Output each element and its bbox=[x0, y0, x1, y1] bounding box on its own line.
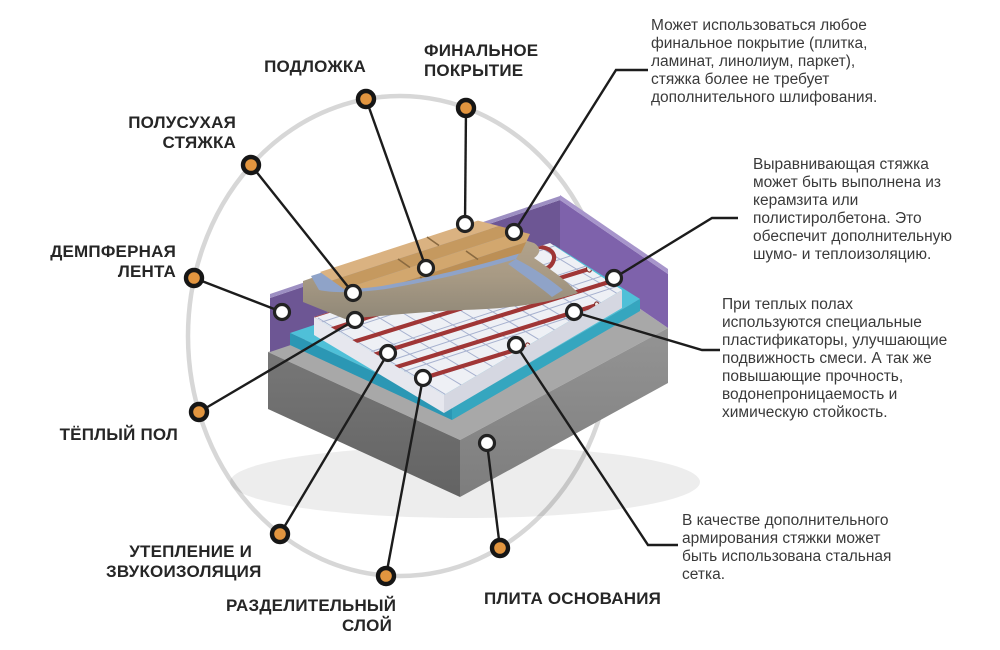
note-final-coating: Может использоваться любое финальное пок… bbox=[651, 17, 878, 106]
label-dots bbox=[183, 88, 511, 587]
note-leveling-screed: Выравнивающая стяжка может быть выполнен… bbox=[753, 156, 953, 263]
callout-connector-lines bbox=[193, 68, 738, 577]
anchor-damper-tape bbox=[272, 302, 292, 322]
label-finalnoe-pokrytie: ФИНАЛЬНОЕ ПОКРЫТИЕ bbox=[424, 41, 539, 80]
dot-podlozhka bbox=[355, 88, 377, 110]
anchor-separating-layer bbox=[413, 368, 433, 388]
anchor-dots bbox=[272, 214, 624, 453]
dot-dempfernaya-lenta bbox=[183, 267, 205, 289]
dot-razdelitelny-sloy bbox=[375, 565, 397, 587]
label-razdelitelny-sloy: РАЗДЕЛИТЕЛЬНЫЙ СЛОЙ bbox=[226, 596, 397, 635]
anchor-semidry-screed bbox=[343, 283, 363, 303]
label-plita-osnovaniya: ПЛИТА ОСНОВАНИЯ bbox=[484, 589, 662, 608]
damper-tape-wall-right bbox=[560, 195, 668, 328]
dot-teply-pol bbox=[188, 401, 210, 423]
anchor-warm-floor bbox=[345, 310, 365, 330]
anchor-note-steel-mesh bbox=[506, 335, 526, 355]
anchor-note-plasticizers bbox=[564, 302, 584, 322]
dot-finalnoe-pokrytie bbox=[455, 97, 477, 119]
label-uteplenie-zvukoizolyatsiya: УТЕПЛЕНИЕ И ЗВУКОИЗОЛЯЦИЯ bbox=[106, 542, 262, 581]
label-polusukhaya-styazhka: ПОЛУСУХАЯ СТЯЖКА bbox=[128, 113, 236, 152]
anchor-note-final-coating bbox=[504, 222, 524, 242]
label-dempfernaya-lenta: ДЕМПФЕРНАЯ ЛЕНТА bbox=[50, 242, 176, 281]
note-steel-mesh: В качестве дополнительного армирования с… bbox=[682, 512, 892, 583]
dot-polusukhaya-styazhka bbox=[240, 154, 262, 176]
anchor-finish-coating bbox=[455, 214, 475, 234]
dot-plita-osnovaniya bbox=[489, 537, 511, 559]
anchor-note-leveling-screed bbox=[604, 268, 624, 288]
anchor-underlay bbox=[416, 258, 436, 278]
label-teply-pol: ТЁПЛЫЙ ПОЛ bbox=[59, 425, 178, 444]
anchor-insulation bbox=[378, 343, 398, 363]
label-podlozhka: ПОДЛОЖКА bbox=[264, 57, 366, 76]
note-plasticizers: При теплых полах используются специальны… bbox=[722, 296, 948, 421]
anchor-base-slab bbox=[477, 433, 497, 453]
dot-uteplenie bbox=[269, 523, 291, 545]
